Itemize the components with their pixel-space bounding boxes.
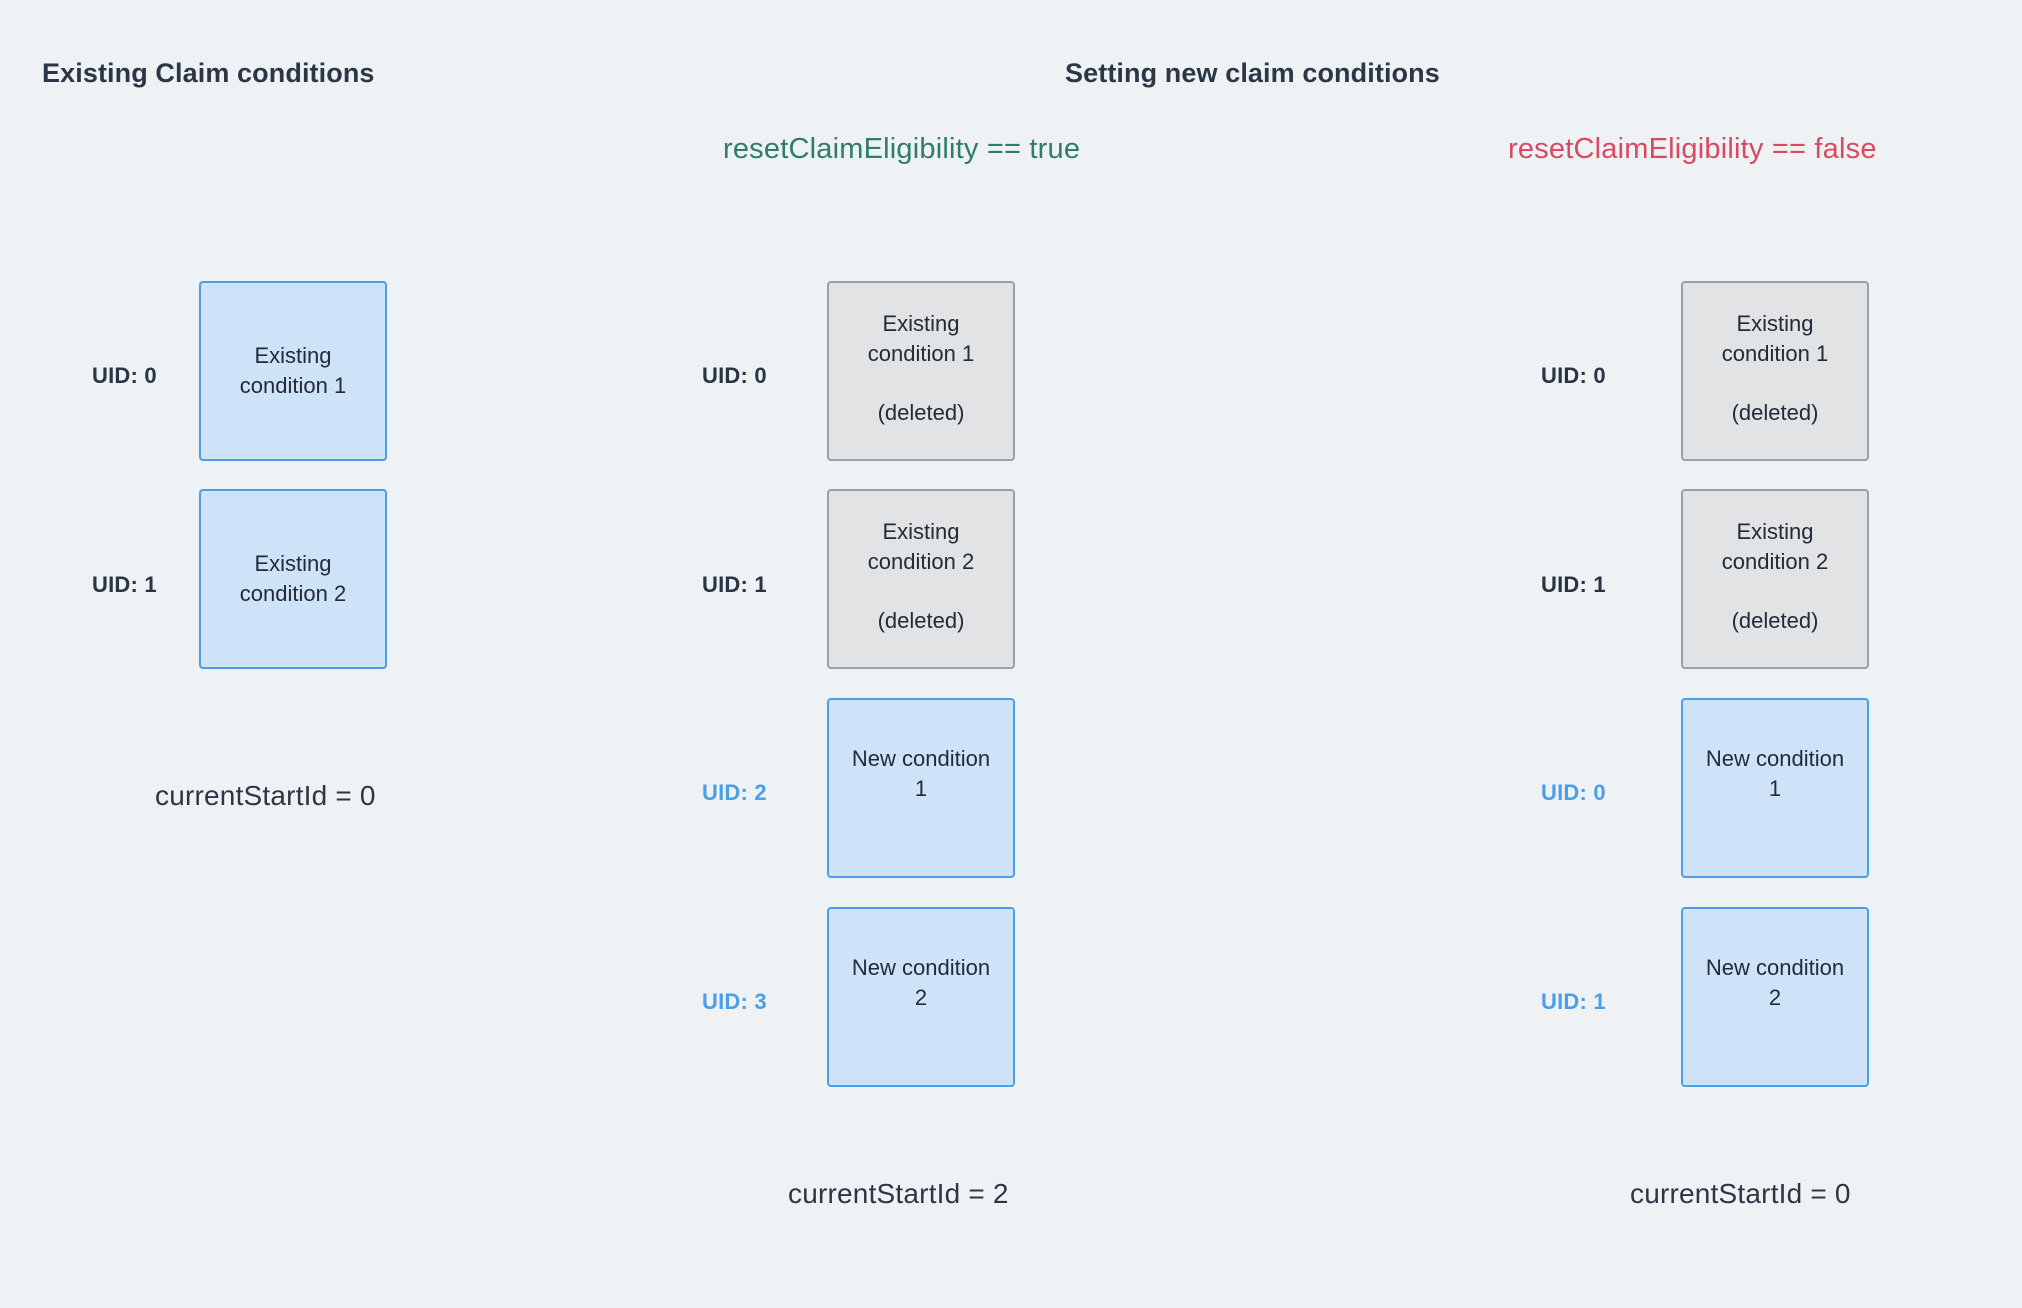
condition-box-status: (deleted) bbox=[1731, 400, 1819, 426]
uid-label: UID: 1 bbox=[1541, 989, 1606, 1014]
condition-box-status: (deleted) bbox=[877, 400, 965, 426]
condition-box-title: Existing condition 2 bbox=[239, 551, 347, 606]
condition-box-status: (deleted) bbox=[1731, 608, 1819, 634]
condition-box-title: New condition 2 bbox=[1705, 955, 1845, 1010]
uid-label: UID: 1 bbox=[702, 572, 767, 597]
condition-reset-eligibility-true: resetClaimEligibility == true bbox=[723, 133, 1081, 165]
condition-box: Existing condition 2 bbox=[199, 489, 387, 669]
uid-label: UID: 3 bbox=[702, 989, 767, 1014]
uid-label: UID: 2 bbox=[702, 780, 767, 805]
condition-reset-eligibility-false: resetClaimEligibility == false bbox=[1508, 133, 1877, 165]
condition-box: Existing condition 2 (deleted) bbox=[827, 489, 1015, 669]
uid-label: UID: 0 bbox=[1541, 780, 1606, 805]
condition-box: Existing condition 1 (deleted) bbox=[827, 281, 1015, 461]
uid-label: UID: 0 bbox=[1541, 363, 1606, 388]
uid-label: UID: 0 bbox=[702, 363, 767, 388]
condition-box: New condition 1 bbox=[827, 698, 1015, 878]
condition-box-title: New condition 1 bbox=[1705, 746, 1845, 801]
condition-box-title: Existing condition 1 bbox=[1721, 311, 1829, 366]
heading-setting-new-claim-conditions: Setting new claim conditions bbox=[1065, 58, 1440, 88]
condition-box-status: (deleted) bbox=[877, 608, 965, 634]
current-start-id-label: currentStartId = 2 bbox=[788, 1178, 1009, 1209]
condition-box: New condition 1 bbox=[1681, 698, 1869, 878]
condition-box-title: New condition 2 bbox=[851, 955, 991, 1010]
condition-box: New condition 2 bbox=[827, 907, 1015, 1087]
uid-label: UID: 1 bbox=[92, 572, 157, 597]
condition-box: New condition 2 bbox=[1681, 907, 1869, 1087]
condition-box-title: New condition 1 bbox=[851, 746, 991, 801]
current-start-id-label: currentStartId = 0 bbox=[155, 780, 376, 811]
condition-box: Existing condition 1 (deleted) bbox=[1681, 281, 1869, 461]
heading-existing-claim-conditions: Existing Claim conditions bbox=[42, 58, 375, 88]
current-start-id-label: currentStartId = 0 bbox=[1630, 1178, 1851, 1209]
condition-box-title: Existing condition 1 bbox=[867, 311, 975, 366]
condition-box-title: Existing condition 2 bbox=[867, 519, 975, 574]
condition-box: Existing condition 2 (deleted) bbox=[1681, 489, 1869, 669]
condition-box: Existing condition 1 bbox=[199, 281, 387, 461]
condition-box-title: Existing condition 1 bbox=[239, 343, 347, 398]
condition-box-title: Existing condition 2 bbox=[1721, 519, 1829, 574]
uid-label: UID: 0 bbox=[92, 363, 157, 388]
uid-label: UID: 1 bbox=[1541, 572, 1606, 597]
